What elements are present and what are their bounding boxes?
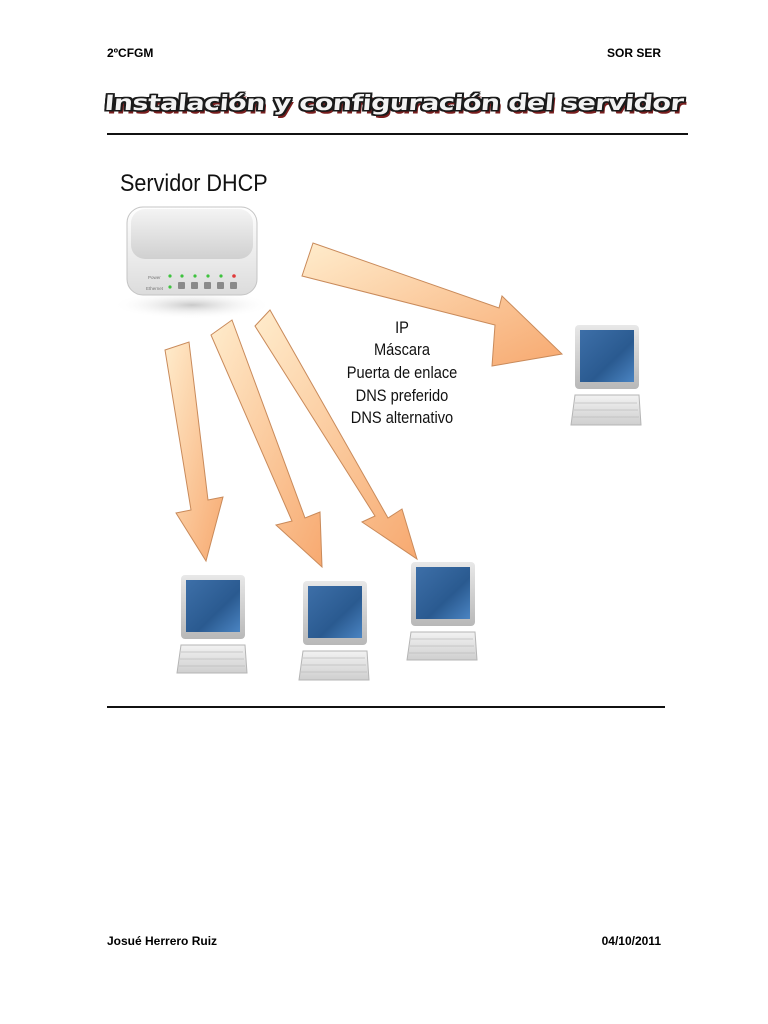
router-top: [131, 209, 253, 259]
server-label: Servidor DHCP: [120, 170, 268, 197]
client-computer-2: [298, 581, 370, 681]
arrows: [164, 242, 564, 569]
router-ports: [178, 282, 237, 289]
info-gateway: Puerta de enlace: [346, 363, 458, 382]
info-ip: IP: [395, 318, 409, 337]
arrow-to-pc-3: [254, 309, 418, 561]
info-dns-preferred: DNS preferido: [355, 386, 449, 405]
client-computer-1: [176, 575, 248, 674]
footer-author: Josué Herrero Ruiz: [107, 934, 218, 948]
arrow-to-pc-2: [210, 319, 323, 569]
header-course: 2ºCFGM: [107, 46, 154, 60]
diagram-divider: [107, 706, 665, 708]
router-shadow: [112, 291, 272, 319]
footer-date: 04/10/2011: [601, 934, 661, 948]
title-divider: [107, 133, 688, 135]
router-led-label-ethernet: Ethernet: [146, 286, 164, 291]
info-mask: Máscara: [373, 340, 431, 359]
client-computer-right: [570, 325, 642, 426]
info-dns-alternative: DNS alternativo: [350, 408, 454, 427]
arrow-to-right-pc: [301, 242, 564, 367]
router-leds: [168, 274, 236, 289]
client-computer-3: [406, 562, 478, 661]
server-router: Power Ethernet: [112, 206, 272, 319]
arrow-to-pc-1: [164, 341, 224, 563]
header-subject: SOR SER: [606, 46, 661, 60]
router-led-label-power: Power: [148, 275, 161, 280]
